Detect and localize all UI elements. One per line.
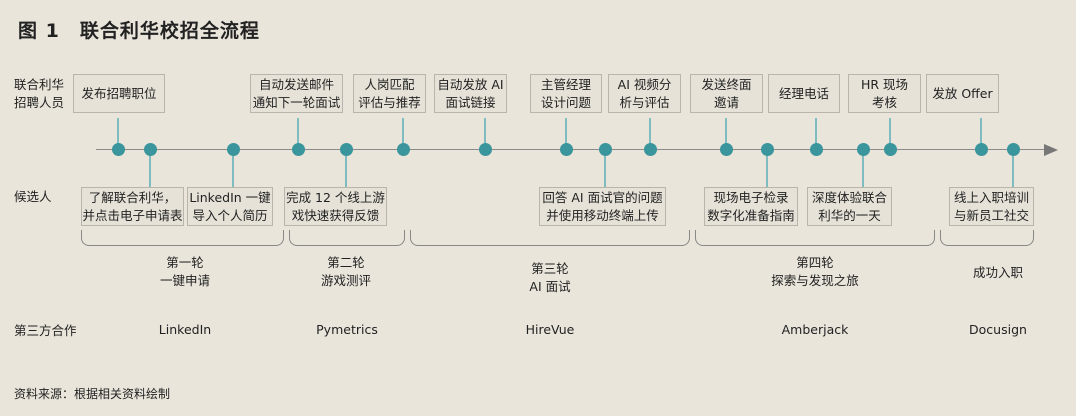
candidate-step-box: 现场电子检录 数字化准备指南	[704, 187, 798, 226]
stage-label: 第四轮 探索与发现之旅	[771, 255, 859, 288]
recruiter-step-box: 发放 Offer	[926, 74, 999, 113]
timeline-dot	[643, 143, 657, 156]
connector-line	[149, 155, 151, 187]
row-label-candidate: 候选人	[14, 189, 52, 204]
recruiter-step-box: 经理电话	[768, 74, 840, 113]
connector-line	[297, 118, 299, 144]
stage-bracket	[695, 230, 935, 246]
connector-line	[862, 155, 864, 187]
recruiter-step-box: 自动发放 AI 面试链接	[434, 74, 507, 113]
third-party-name: Docusign	[969, 322, 1027, 337]
timeline-dot	[974, 143, 988, 156]
timeline-dot	[760, 143, 774, 156]
timeline-dot	[111, 143, 125, 156]
stage-label: 第三轮 AI 面试	[529, 261, 571, 294]
stage-bracket	[289, 230, 405, 246]
connector-line	[649, 118, 651, 144]
connector-line	[565, 118, 567, 144]
third-party-name: HireVue	[525, 322, 575, 337]
connector-line	[345, 155, 347, 187]
timeline-dot	[598, 143, 612, 156]
stage-bracket	[940, 230, 1034, 246]
timeline-dot	[339, 143, 353, 156]
recruiter-step-box: 发送终面 邀请	[690, 74, 763, 113]
candidate-step-box: 回答 AI 面试官的问题 并使用移动终端上传	[539, 187, 666, 226]
recruiter-step-box: HR 现场 考核	[848, 74, 921, 113]
third-party-name: Pymetrics	[316, 322, 378, 337]
timeline-dot	[719, 143, 733, 156]
timeline-dot	[143, 143, 157, 156]
connector-line	[766, 155, 768, 187]
connector-line	[980, 118, 982, 144]
stage-label: 第一轮 一键申请	[159, 255, 211, 288]
candidate-step-box: LinkedIn 一键 导入个人简历	[187, 187, 273, 226]
recruiter-step-box: 发布招聘职位	[73, 74, 165, 113]
timeline-dot	[856, 143, 870, 156]
connector-line	[725, 118, 727, 144]
connector-line	[1012, 155, 1014, 187]
third-party-name: Amberjack	[781, 322, 849, 337]
stage-label: 成功入职	[972, 265, 1024, 280]
timeline-dot	[883, 143, 897, 156]
recruiter-step-box: AI 视频分 析与评估	[608, 74, 681, 113]
stage-label: 第二轮 游戏测评	[320, 255, 372, 288]
arrow-head-icon	[1044, 144, 1058, 156]
recruiter-step-box: 自动发送邮件 通知下一轮面试	[250, 74, 343, 113]
stage-bracket	[410, 230, 690, 246]
recruiter-step-box: 主管经理 设计问题	[530, 74, 602, 113]
connector-line	[889, 118, 891, 144]
stage-bracket	[81, 230, 284, 246]
connector-line	[604, 155, 606, 187]
timeline-dot	[478, 143, 492, 156]
timeline-dot	[809, 143, 823, 156]
candidate-step-box: 线上入职培训 与新员工社交	[949, 187, 1034, 226]
candidate-step-box: 完成 12 个线上游 戏快速获得反馈	[284, 187, 387, 226]
row-label-recruiter: 联合利华 招聘人员	[14, 77, 65, 110]
timeline-dot	[1006, 143, 1020, 156]
connector-line	[402, 118, 404, 144]
connector-line	[484, 118, 486, 144]
connector-line	[117, 118, 119, 144]
source-note: 资料来源：根据相关资料绘制	[14, 387, 171, 401]
recruiter-step-box: 人岗匹配 评估与推荐	[353, 74, 426, 113]
candidate-step-box: 了解联合利华， 并点击电子申请表	[81, 187, 184, 226]
figure-title: 图 1 联合利华校招全流程	[18, 20, 260, 42]
timeline-dot	[396, 143, 410, 156]
timeline-dot	[559, 143, 573, 156]
timeline-dot	[291, 143, 305, 156]
connector-line	[232, 155, 234, 187]
timeline-dot	[226, 143, 240, 156]
candidate-step-box: 深度体验联合 利华的一天	[807, 187, 892, 226]
connector-line	[815, 118, 817, 144]
row-label-third-party: 第三方合作	[14, 323, 77, 338]
third-party-name: LinkedIn	[158, 322, 212, 337]
